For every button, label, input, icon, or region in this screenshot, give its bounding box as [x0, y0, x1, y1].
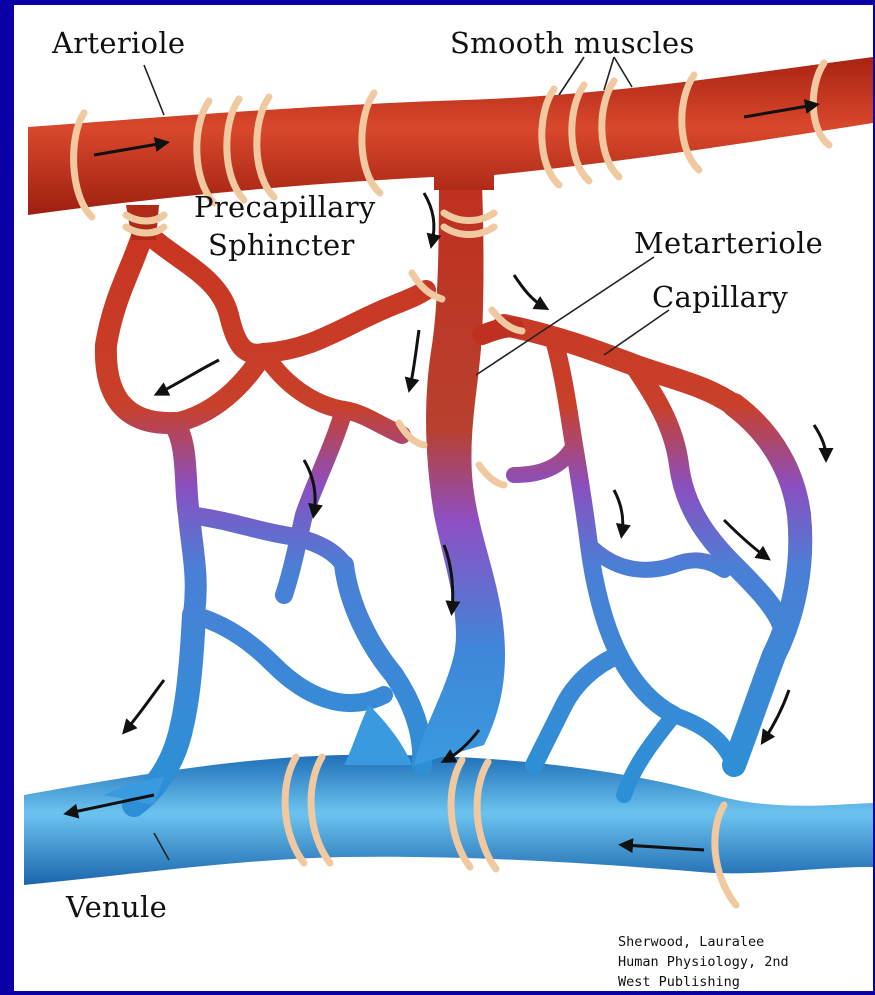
label-capillary: Capillary: [652, 283, 788, 312]
label-smooth-muscles: Smooth muscles: [450, 29, 695, 58]
diagram-panel: Arteriole Smooth muscles Precapillary Sp…: [14, 5, 873, 991]
credit-author: Sherwood, Lauralee: [618, 932, 789, 952]
metarteriole-vessel: [414, 185, 514, 765]
credit-book: Human Physiology, 2nd: [618, 952, 789, 972]
microcirculation-diagram: [14, 5, 873, 991]
source-credit: Sherwood, Lauralee Human Physiology, 2nd…: [618, 932, 789, 991]
label-venule: Venule: [66, 893, 167, 922]
label-arteriole: Arteriole: [52, 29, 185, 58]
label-sphincter-line2: Sphincter: [208, 231, 355, 260]
credit-publisher: West Publishing: [618, 972, 789, 991]
label-metarteriole: Metarteriole: [634, 229, 823, 258]
label-precapillary-line1: Precapillary: [194, 193, 376, 222]
